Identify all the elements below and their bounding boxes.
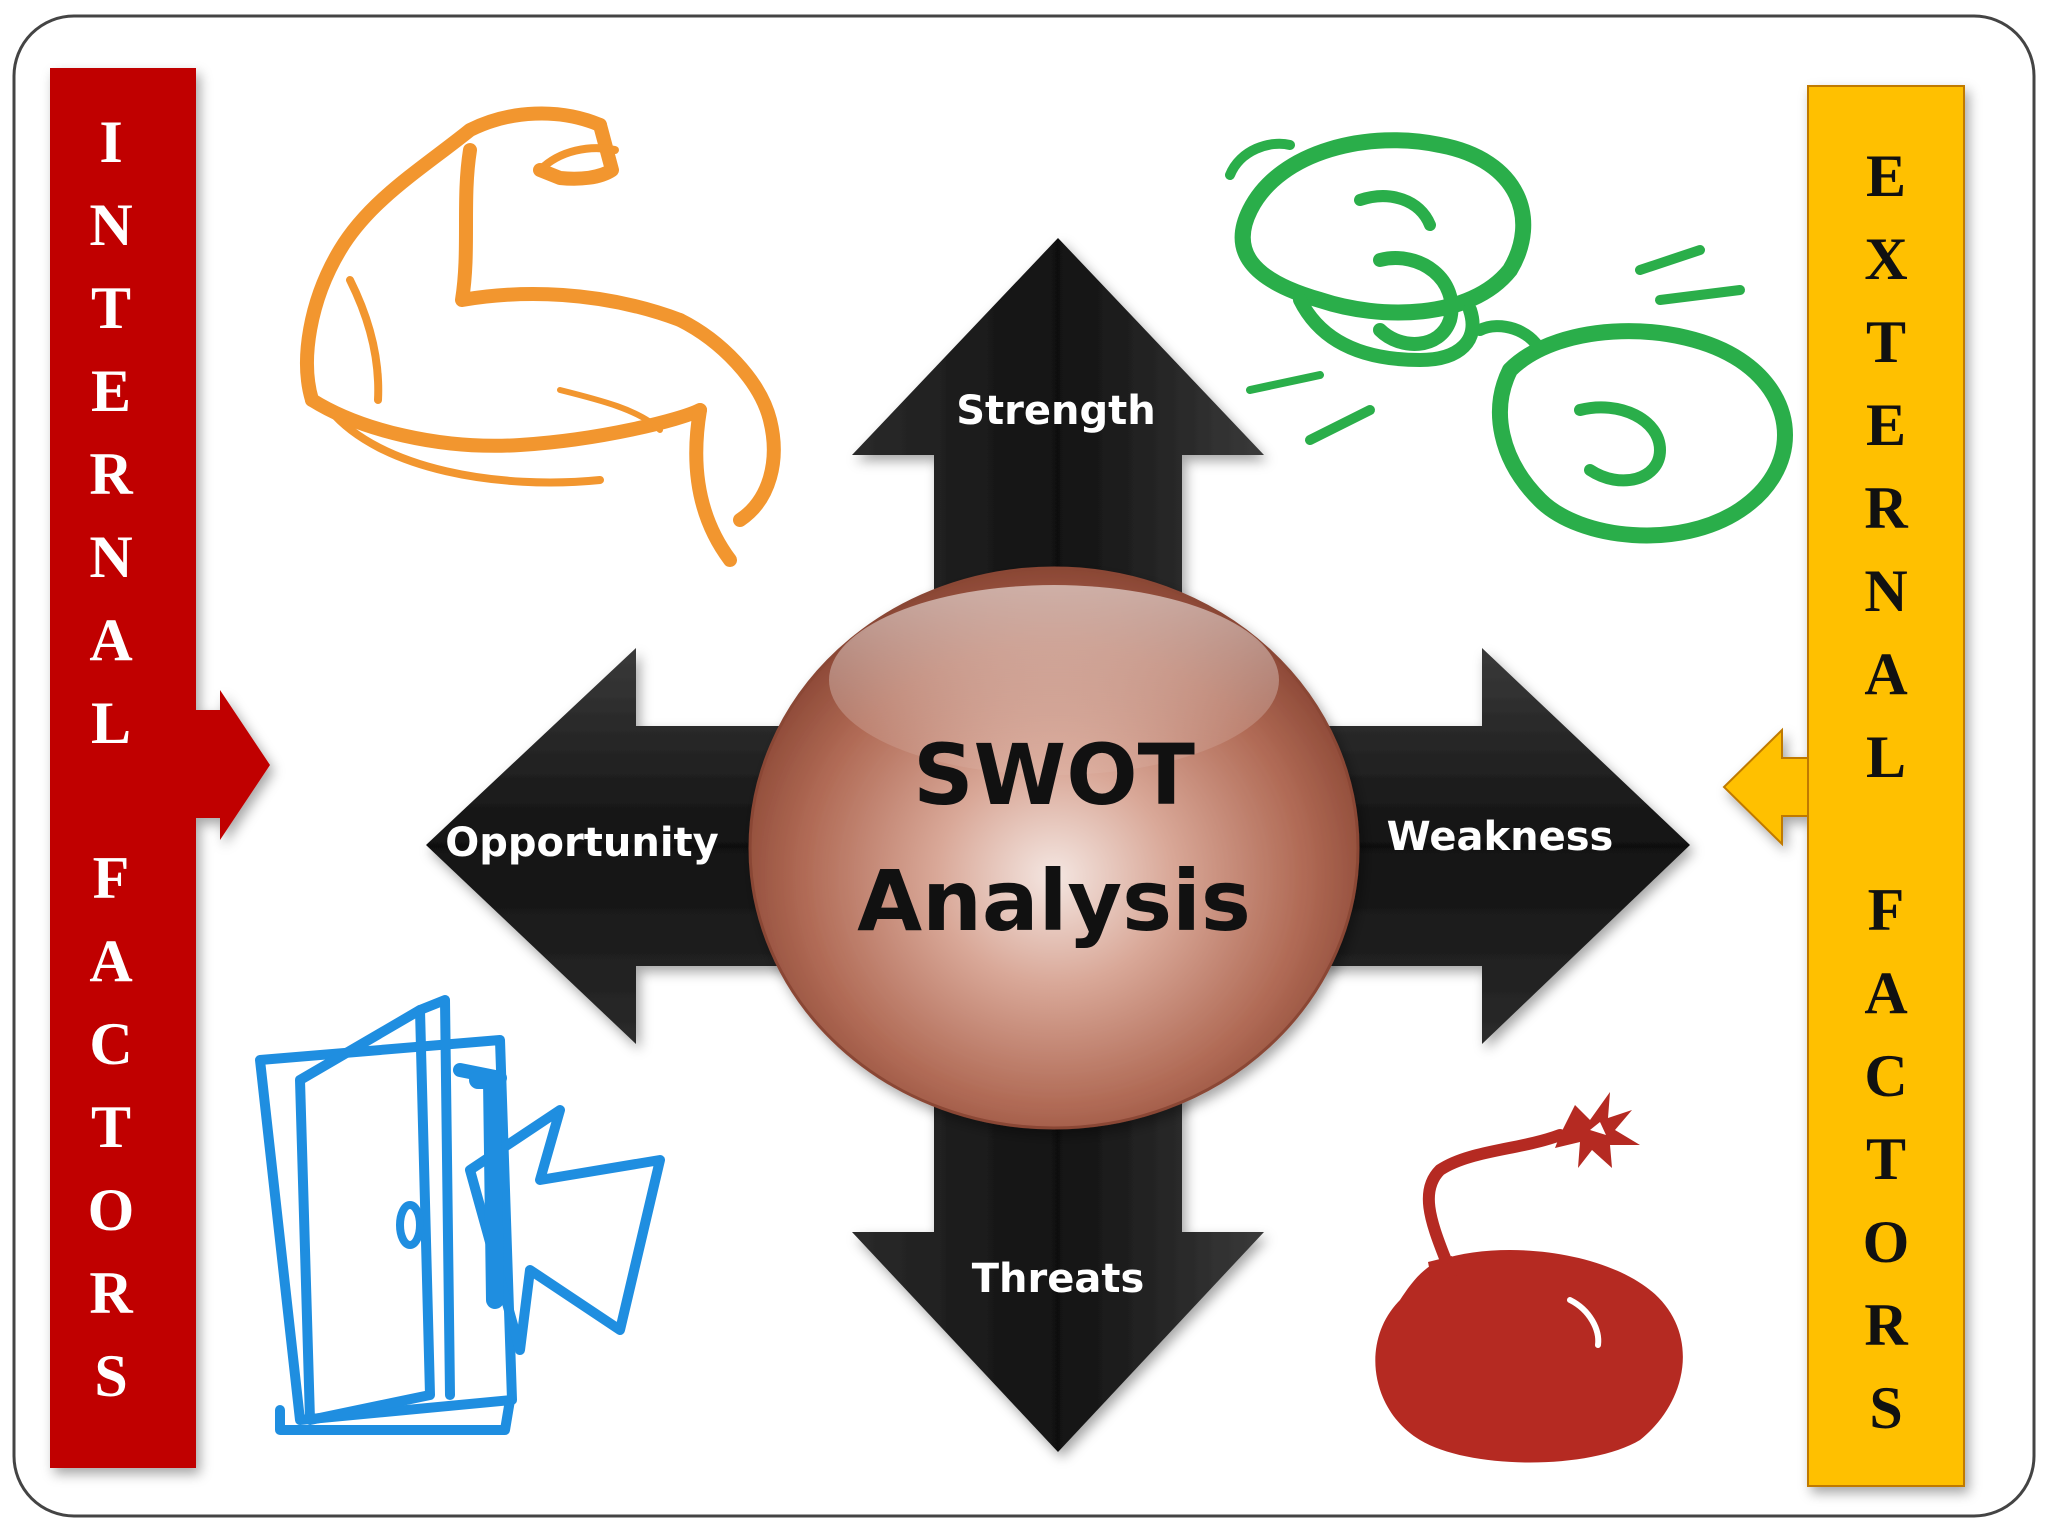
internal-factors-bar — [50, 68, 270, 1468]
bar-letter: E — [1866, 143, 1906, 209]
external-factors-bar — [1722, 85, 1965, 1487]
bar-letter: E — [1866, 392, 1906, 458]
bar-letter: A — [89, 928, 132, 994]
bar-letter: L — [91, 690, 131, 756]
center-title-line2: Analysis — [857, 852, 1251, 950]
bar-letter: A — [1864, 960, 1907, 1026]
bar-letter: N — [89, 192, 132, 258]
center-title-line1: SWOT — [913, 726, 1195, 824]
bar-letter: I — [99, 109, 122, 175]
bomb-icon — [1375, 1092, 1683, 1463]
bar-letter: S — [1869, 1375, 1902, 1441]
bar-letter: R — [1864, 1292, 1908, 1358]
bar-letter: R — [89, 441, 133, 507]
opportunity-arrow — [426, 648, 800, 1044]
bar-letter: T — [1866, 1126, 1906, 1192]
opportunity-label: Opportunity — [445, 820, 718, 866]
bar-letter: R — [1864, 475, 1908, 541]
bar-letter: O — [88, 1177, 135, 1243]
bar-letter: S — [94, 1343, 127, 1409]
bar-letter: L — [1866, 724, 1906, 790]
broken-chain-icon — [1225, 132, 1793, 544]
bar-letter: F — [93, 845, 130, 911]
threats-label: Threats — [972, 1256, 1145, 1302]
bar-letter: A — [89, 607, 132, 673]
bar-letter: X — [1864, 226, 1907, 292]
bar-letter: F — [1868, 877, 1905, 943]
bar-letter: N — [1864, 558, 1907, 624]
weakness-arrow — [1300, 648, 1690, 1044]
bar-letter: C — [89, 1011, 132, 1077]
bar-letter: O — [1863, 1209, 1910, 1275]
strength-arrow — [852, 238, 1264, 620]
bar-letter: T — [1866, 309, 1906, 375]
bar-letter: T — [91, 1094, 131, 1160]
bar-letter: T — [91, 275, 131, 341]
weakness-label: Weakness — [1387, 814, 1614, 860]
threats-arrow — [852, 1040, 1264, 1452]
bar-letter: C — [1864, 1043, 1907, 1109]
strength-label: Strength — [956, 388, 1156, 434]
flexed-arm-icon — [300, 106, 781, 567]
bar-letter: A — [1864, 641, 1907, 707]
bar-letter: R — [89, 1260, 133, 1326]
bar-letter: E — [91, 358, 131, 424]
open-door-icon — [255, 995, 665, 1435]
center-sphere — [748, 566, 1360, 1130]
bar-letter: N — [89, 524, 132, 590]
